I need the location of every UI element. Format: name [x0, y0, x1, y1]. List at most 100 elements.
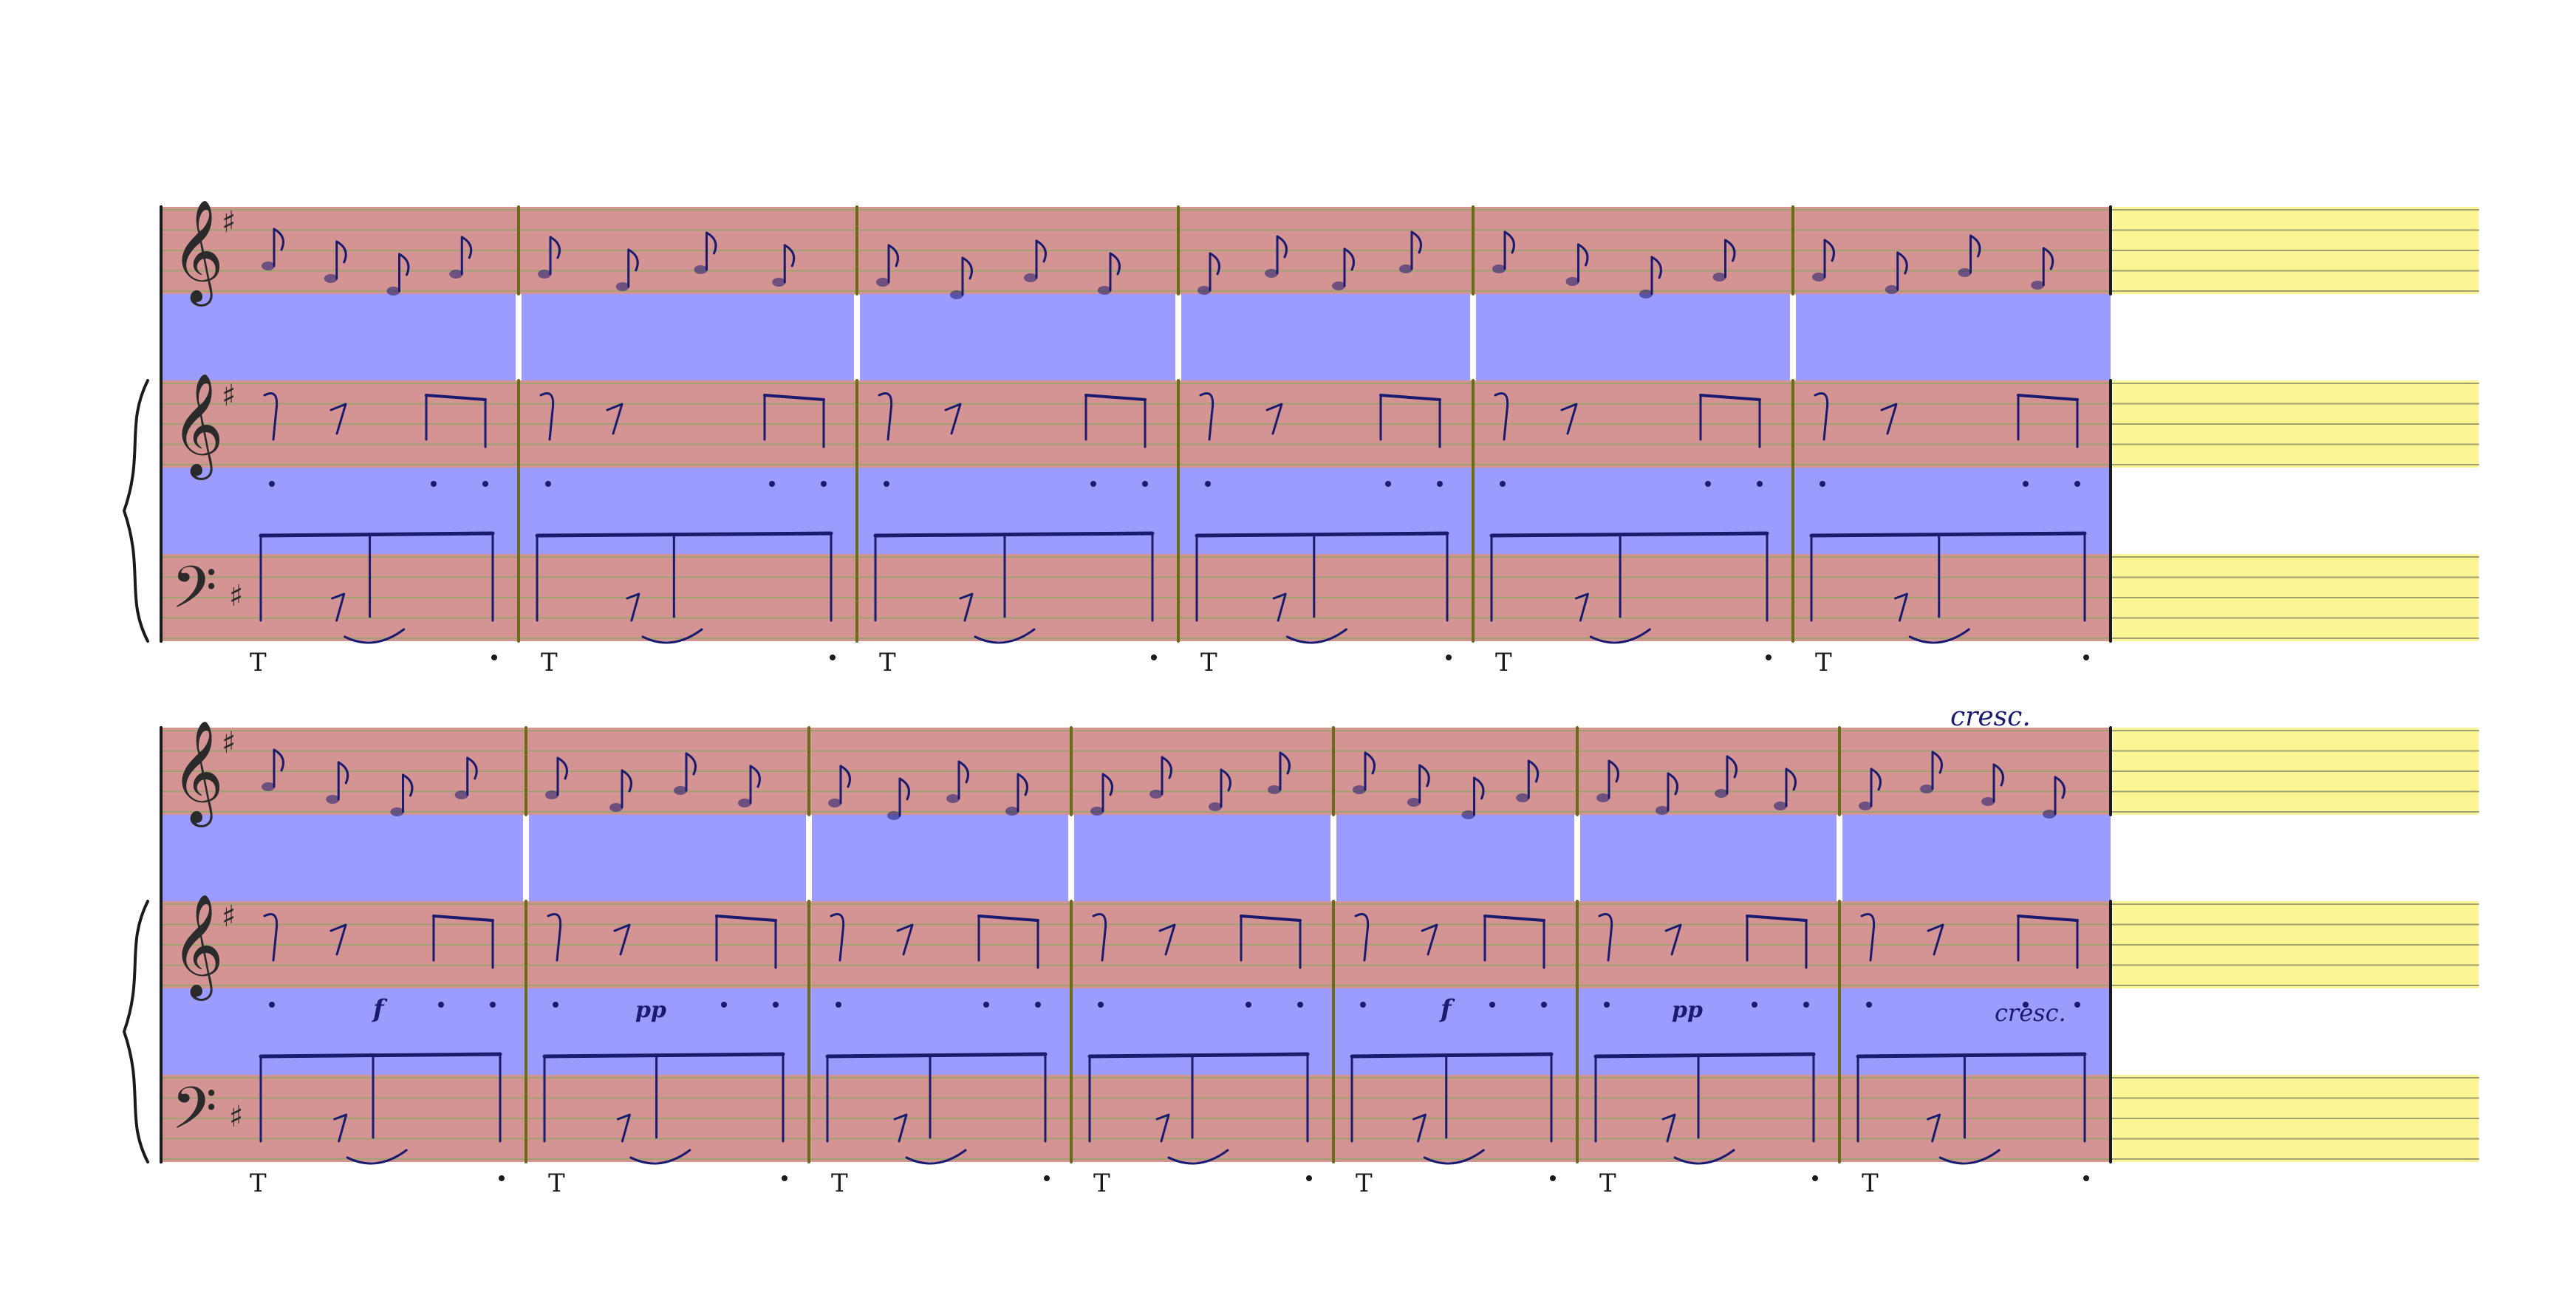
note-stem [878, 392, 893, 441]
beam [1350, 1052, 1554, 1059]
pedal-mark-icon: T [1599, 1169, 1616, 1198]
note-flag [1209, 252, 1220, 276]
piano-brace [123, 900, 149, 1163]
beam [1379, 394, 1441, 401]
staccato-dot [1757, 481, 1763, 487]
note-stem [263, 392, 279, 441]
bass-clef-icon: 𝄢 [171, 553, 217, 636]
staccato-dot [2083, 1175, 2089, 1181]
eighth-rest-icon [1272, 592, 1287, 622]
eighth-rest-icon [1412, 1113, 1427, 1143]
eighth-rest-icon [1155, 1113, 1170, 1143]
beam [763, 394, 825, 401]
staccato-dot [499, 1175, 505, 1181]
note-head [615, 282, 629, 291]
cresc-marking-piano: cresc. [1995, 999, 2066, 1027]
eighth-rest-icon [1880, 403, 1898, 435]
eighth-rest-icon [1927, 1113, 1941, 1143]
note-flag [1823, 239, 1835, 262]
note-head [262, 782, 275, 791]
eighth-rest-icon [1560, 403, 1578, 435]
key-signature-sharp: ♯ [229, 1100, 243, 1134]
staccato-dot [773, 1002, 779, 1008]
note-flag [887, 244, 899, 267]
note-flag [1726, 755, 1738, 779]
staccato-dot [2023, 481, 2029, 487]
pedal-mark-icon: T [548, 1169, 565, 1198]
staccato-dot [1385, 481, 1391, 487]
staccato-dot [2074, 1002, 2080, 1008]
staccato-dot [1035, 1002, 1041, 1008]
note-flag [627, 248, 639, 272]
pedal-mark-icon: T [1200, 648, 1217, 677]
note-flag [1161, 756, 1172, 779]
slur [1908, 628, 1970, 644]
note-head [1859, 802, 1872, 810]
note-stem [1860, 913, 1876, 962]
note-flag [1418, 764, 1430, 787]
staccato-dot [1866, 1002, 1872, 1008]
eighth-rest-icon [333, 1113, 348, 1143]
staccato-dot [491, 654, 497, 660]
note-flag [706, 231, 717, 255]
slur [1673, 1149, 1735, 1165]
eighth-rest-icon [1927, 923, 1944, 956]
eighth-rest-icon [944, 403, 962, 435]
note-stem [1494, 392, 1509, 441]
note-stem [1354, 913, 1370, 962]
gap-separator [523, 815, 529, 901]
gap-separator [1837, 815, 1842, 901]
staccato-dot [1541, 1002, 1547, 1008]
beam [1809, 531, 2087, 538]
beam [1593, 1052, 1816, 1059]
note-flag [1364, 751, 1376, 775]
note-flag [1101, 773, 1113, 796]
staccato-dot [1820, 481, 1825, 487]
note-stem [830, 913, 845, 962]
staccato-dot [269, 1002, 275, 1008]
note-head [1005, 807, 1019, 816]
staccato-dot [884, 481, 889, 487]
beam [1087, 1052, 1310, 1059]
beam [873, 531, 1155, 538]
staccato-dot [482, 481, 488, 487]
eighth-rest-icon [616, 1113, 631, 1143]
note-flag [1969, 234, 1981, 258]
highlight-layer [161, 207, 2478, 1162]
eighth-rest-icon [329, 403, 347, 435]
note-flag [1109, 252, 1121, 276]
staccato-dot [1044, 1175, 1050, 1181]
note-flag [898, 777, 910, 801]
staccato-dot [769, 481, 775, 487]
note-head [1656, 806, 1669, 815]
note-flag [1667, 772, 1678, 796]
note-flag [1035, 239, 1047, 263]
staccato-dot [2083, 654, 2089, 660]
staccato-dot [1437, 481, 1443, 487]
bass-clef-icon: 𝄢 [171, 1074, 217, 1157]
key-signature-sharp: ♯ [229, 579, 243, 613]
note-head [538, 270, 551, 278]
key-signature-sharp: ♯ [222, 900, 236, 934]
note-stem [1814, 392, 1829, 441]
note-head [1024, 273, 1037, 282]
pedal-mark-icon: T [541, 648, 558, 677]
note-flag [839, 765, 851, 788]
gap-separator [854, 294, 860, 380]
note-flag [1577, 243, 1589, 267]
eighth-rest-icon [606, 403, 623, 435]
dynamic-f: f [372, 994, 388, 1024]
note-head [1332, 281, 1345, 290]
note-flag [749, 765, 761, 788]
gap-band [161, 815, 2111, 901]
staccato-dot [1205, 481, 1211, 487]
pedal-mark-icon: T [1495, 648, 1512, 677]
slur [1167, 1149, 1229, 1165]
beam [977, 915, 1039, 922]
staccato-dot [1604, 1002, 1610, 1008]
gap-separator [1330, 815, 1336, 901]
note-flag [273, 228, 284, 251]
gap-separator [516, 294, 522, 380]
eighth-rest-icon [626, 592, 640, 622]
